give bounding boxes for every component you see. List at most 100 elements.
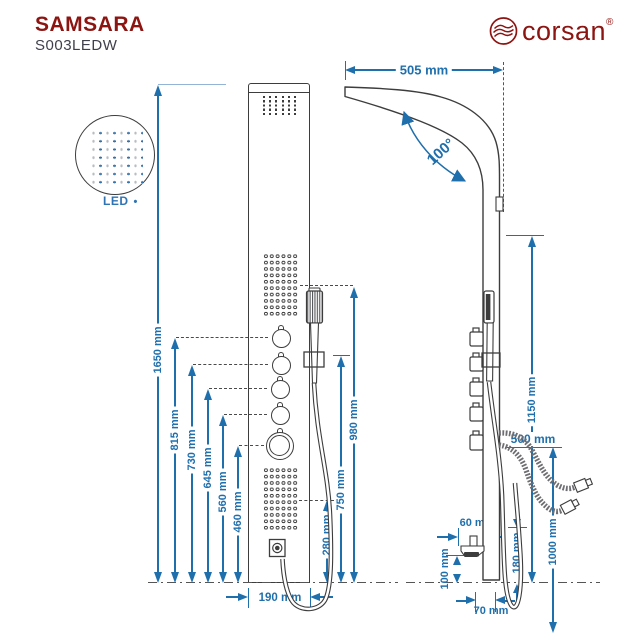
dim-label-total-height: 1650 mm [152, 323, 164, 377]
led-dot-grid [90, 128, 143, 185]
dim-arrow [170, 338, 179, 349]
dim-arrow [187, 572, 196, 583]
floor-line-front [148, 582, 398, 584]
floor-line-side [406, 582, 600, 584]
control-knob-1 [271, 329, 291, 348]
dim-arrow [513, 584, 520, 605]
wave-icon [488, 15, 519, 51]
dim-label-handle4: 560 mm [217, 468, 229, 516]
led-label: LED• [103, 194, 138, 208]
dim-arrow [310, 593, 333, 600]
led-bullet: • [133, 196, 138, 208]
control-knob-3 [270, 379, 290, 399]
slot-column [275, 96, 278, 115]
dim-tick [458, 528, 460, 546]
dim-arrow [345, 65, 355, 74]
slot-column [281, 96, 284, 115]
dim-arrow [203, 572, 212, 583]
dim-arrow [527, 236, 536, 247]
dim-label-panel-width: 190 mm [258, 592, 302, 604]
dim-arrow [483, 533, 503, 540]
side-knobs [469, 327, 484, 451]
dim-arrow [233, 446, 242, 457]
dim-arrow [456, 597, 476, 604]
leader-line [176, 337, 268, 338]
dim-arrow [548, 447, 557, 458]
mixer-knob-inner [269, 435, 291, 457]
dim-arrow [493, 65, 503, 74]
lower-body-jets [263, 467, 298, 531]
product-title: SAMSARA [35, 13, 145, 36]
dim-arrow [153, 572, 162, 583]
dim-tick [248, 588, 250, 608]
shower-holder-side [481, 352, 501, 368]
extension-line-top [158, 84, 226, 85]
dim-label-arm-angle: 100° [423, 135, 459, 169]
dim-arrow [513, 503, 520, 528]
mixer-knob [266, 432, 294, 460]
dim-label-arm-reach: 505 mm [395, 62, 453, 78]
knob-stem [278, 352, 284, 357]
dim-arrow [218, 572, 227, 583]
dim-arrow [452, 556, 461, 565]
registered-mark: ® [606, 17, 614, 28]
dim-arrow [203, 389, 212, 400]
dim-arrow [548, 622, 557, 633]
slot-column [293, 96, 296, 115]
dim-label-hose-length: 1000 mm [547, 515, 559, 569]
dim-arrow [452, 574, 461, 583]
dim-label-spout-height: 100 mm [439, 548, 451, 590]
dim-arrow [218, 415, 227, 426]
slot-column [263, 96, 265, 115]
control-knob-2 [271, 356, 291, 375]
leader-line [209, 388, 267, 389]
dim-arrow [437, 533, 458, 540]
dim-arrow [527, 572, 536, 583]
dim-label-spout-back-height: 180 mm [511, 532, 523, 574]
dim-line [191, 372, 193, 576]
dim-arrow [153, 85, 162, 96]
dim-arrow [495, 597, 515, 604]
dim-arrow [349, 287, 358, 298]
panel-top-cap [249, 92, 309, 93]
slot-column [269, 96, 272, 115]
dim-arrow [322, 500, 331, 511]
dim-arrow [187, 365, 196, 376]
dim-label-hose-clearance: 70 mm [473, 605, 509, 617]
leader-line [239, 445, 264, 446]
dim-line [174, 345, 176, 576]
dim-label-handle1: 815 mm [169, 406, 181, 454]
product-model: S003LEDW [35, 37, 118, 54]
hose-connector [572, 477, 594, 493]
dim-tick [333, 355, 350, 357]
leader-line [193, 364, 268, 365]
dim-arrow [170, 572, 179, 583]
dim-arrow [336, 356, 345, 367]
knob-stem [277, 375, 283, 381]
rain-head-slots [263, 96, 296, 115]
control-knob-4 [270, 405, 290, 425]
dim-arrow [336, 572, 345, 583]
dim-label-hose-outlet: 500 mm [506, 432, 560, 446]
leader-line [224, 414, 267, 415]
wall-bracket [495, 196, 504, 212]
dim-arrow [226, 593, 248, 600]
hand-shower-side [481, 290, 501, 382]
slot-column [287, 96, 290, 115]
brand-logo: corsan ® [488, 15, 613, 51]
dim-arrow [349, 572, 358, 583]
dim-tick [508, 527, 527, 529]
dim-label-upper-jets: 980 mm [348, 396, 360, 444]
dim-arrow [233, 572, 242, 583]
shower-panel-front-view [248, 83, 310, 583]
tub-spout-side [460, 535, 485, 558]
dim-label-holder-height: 1150 mm [526, 373, 538, 427]
dim-label-spout-reach: 60 mm [459, 517, 495, 529]
dim-label-handle3: 645 mm [202, 444, 214, 492]
dim-label-handle2: 730 mm [186, 426, 198, 474]
dim-label-lower-jets: 280 mm [321, 511, 333, 559]
upper-body-jets [263, 253, 298, 317]
led-detail-circle [75, 115, 155, 195]
wall-centerline [503, 62, 504, 212]
